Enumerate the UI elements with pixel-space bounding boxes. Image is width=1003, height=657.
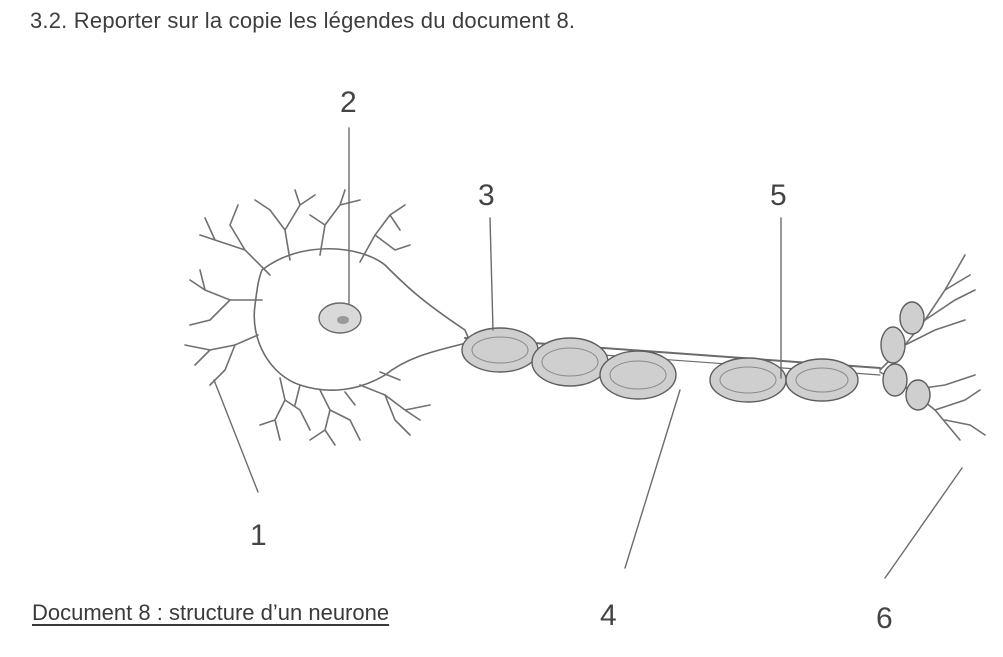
document-caption: Document 8 : structure d’un neurone xyxy=(32,600,390,625)
label-2: 2 xyxy=(340,86,357,119)
label-5: 5 xyxy=(770,179,787,212)
dendrites xyxy=(184,189,431,446)
axon-terminals xyxy=(879,254,986,441)
label-1: 1 xyxy=(250,519,267,552)
label-6: 6 xyxy=(876,602,893,635)
question-text: 3.2. Reporter sur la copie les légendes … xyxy=(30,8,576,33)
leader-lines xyxy=(213,127,963,579)
myelin-sheaths xyxy=(461,327,859,403)
label-3: 3 xyxy=(478,179,495,212)
label-4: 4 xyxy=(600,599,617,632)
cell-body xyxy=(253,247,472,391)
